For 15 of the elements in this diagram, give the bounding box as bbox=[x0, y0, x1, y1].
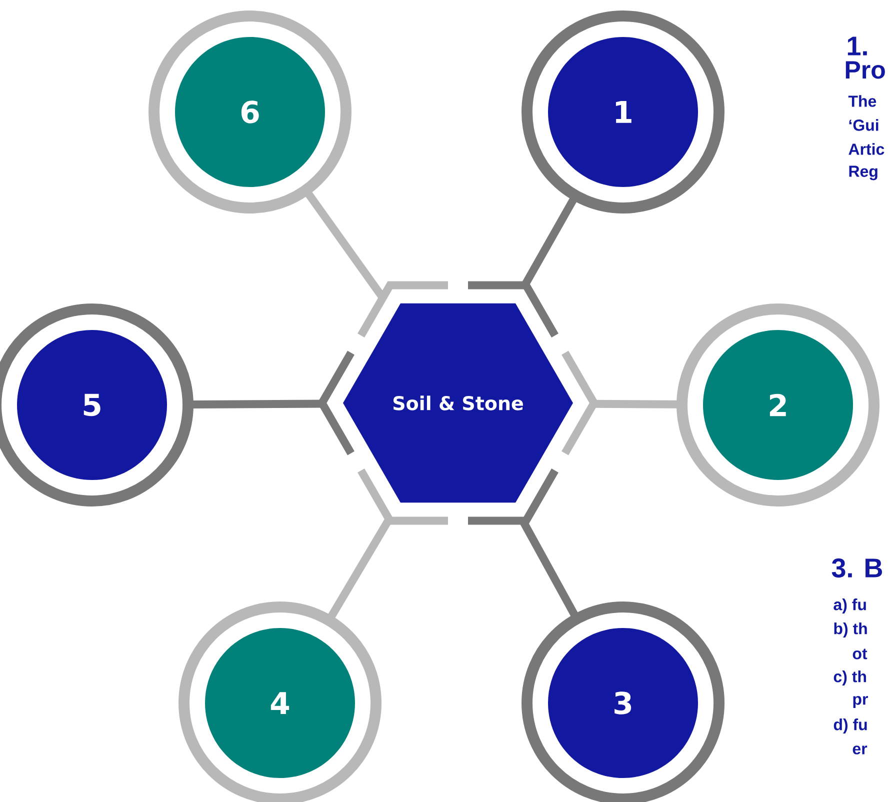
hexagon: Soil & Stone bbox=[343, 303, 573, 503]
body-text: ot bbox=[852, 648, 868, 660]
body-text: c) th bbox=[834, 670, 866, 686]
body-text: Reg bbox=[849, 166, 878, 180]
body-text: a) fu bbox=[834, 598, 866, 614]
body-text: pr bbox=[853, 696, 868, 708]
body-text: d) fu bbox=[834, 718, 867, 734]
body-text: b) th bbox=[834, 622, 867, 638]
body-text: ‘Gui bbox=[849, 119, 878, 131]
body-text: The bbox=[848, 95, 876, 107]
body-text: Artic bbox=[848, 143, 884, 155]
heading-text: Pro bbox=[846, 61, 885, 79]
body-text: er bbox=[852, 746, 868, 754]
heading-text: 3. B bbox=[832, 558, 882, 578]
heading-text: 1. bbox=[848, 36, 867, 56]
